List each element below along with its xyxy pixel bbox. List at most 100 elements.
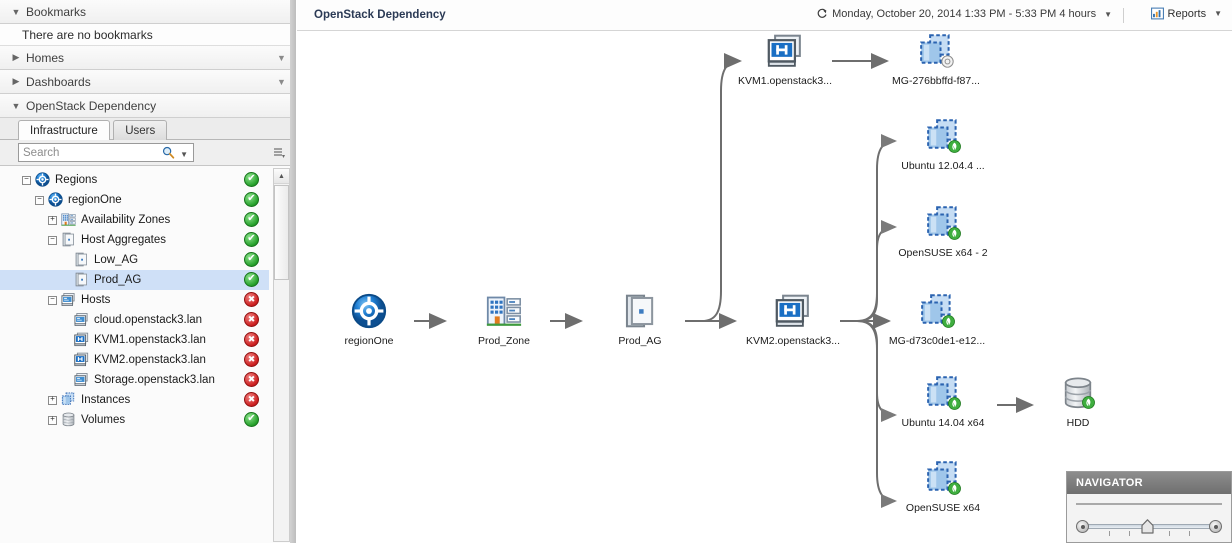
tree-item-volumes[interactable]: + Volumes [0, 410, 269, 430]
time-range-selector[interactable]: Monday, October 20, 2014 1:33 PM - 5:33 … [816, 8, 1112, 20]
tree-spacer [61, 336, 70, 345]
zoom-slider-handle[interactable] [1141, 519, 1154, 534]
tab-infrastructure[interactable]: Infrastructure [18, 120, 110, 140]
bookmarks-empty-message: There are no bookmarks [0, 24, 295, 46]
tree-item-host-aggregates[interactable]: −Host Aggregates [0, 230, 269, 250]
graph-node-kvm2[interactable]: KVM2.openstack3... [738, 289, 848, 347]
tab-infrastructure-label: Infrastructure [30, 124, 98, 137]
tab-users[interactable]: Users [113, 120, 168, 140]
tree-item-cloud-openstack3-lan[interactable]: cloud.openstack3.lan [0, 310, 269, 330]
tree-item-label: Storage.openstack3.lan [94, 374, 215, 386]
tree-item-regionone[interactable]: − regionOne [0, 190, 269, 210]
tree-spacer [61, 356, 70, 365]
main-panel: OpenStack Dependency Monday, October 20,… [297, 0, 1232, 543]
kvm-icon [74, 332, 90, 348]
graph-node-prodzone[interactable]: Prod_Zone [449, 289, 559, 347]
graph-node-label: Prod_Zone [478, 335, 530, 347]
graph-node-label: Ubuntu 12.04.4 ... [901, 160, 985, 172]
host-icon [74, 312, 90, 328]
hdd-icon [1023, 371, 1133, 415]
accordion-openstack-dependency[interactable]: OpenStack Dependency [0, 94, 295, 118]
tree-item-storage-openstack3-lan[interactable]: Storage.openstack3.lan [0, 370, 269, 390]
instance-icon [888, 201, 998, 245]
graph-node-label: MG-d73c0de1-e12... [888, 335, 986, 347]
tree-item-hosts[interactable]: − Hosts [0, 290, 269, 310]
tree-item-prod-ag[interactable]: Prod_AG [0, 270, 269, 290]
expand-icon[interactable]: + [48, 395, 57, 405]
status-badge-error [244, 392, 259, 407]
navigator-title: NAVIGATOR [1067, 472, 1231, 494]
accordion-homes-label: Homes [26, 50, 65, 65]
infrastructure-tree: −Regions−regionOne+Availability Zones−Ho… [0, 166, 269, 543]
accordion-dashboards[interactable]: Dashboards [0, 70, 295, 94]
search-input[interactable] [19, 144, 149, 161]
chevron-right-icon [10, 52, 22, 64]
chevron-down-icon[interactable] [1214, 9, 1222, 18]
tree-item-label: Hosts [81, 294, 111, 306]
scroll-up-arrow-icon[interactable] [274, 169, 289, 184]
page-title: OpenStack Dependency [314, 9, 446, 21]
graph-node-mg276[interactable]: MG-276bbffd-f87... [881, 31, 991, 87]
tree-item-availability-zones[interactable]: +Availability Zones [0, 210, 269, 230]
chevron-down-icon[interactable] [180, 150, 188, 159]
aggregate-icon [74, 252, 90, 268]
status-badge-ok [244, 212, 259, 227]
left-sidebar: Bookmarks There are no bookmarks Homes D… [0, 0, 296, 543]
tree-item-low-ag[interactable]: Low_AG [0, 250, 269, 270]
collapse-icon[interactable]: − [48, 295, 57, 305]
accordion-bookmarks[interactable]: Bookmarks [0, 0, 295, 24]
graph-node-ubuntu14[interactable]: Ubuntu 14.04 x64 [888, 371, 998, 429]
list-options-icon[interactable] [273, 147, 285, 159]
accordion-homes[interactable]: Homes [0, 46, 295, 70]
graph-node-label: HDD [1066, 417, 1090, 429]
kvm-icon [730, 31, 840, 73]
search-icon[interactable] [162, 146, 175, 159]
graph-node-suse[interactable]: OpenSUSE x64 [888, 456, 998, 514]
graph-node-suse2[interactable]: OpenSUSE x64 - 2 [888, 201, 998, 259]
reports-button[interactable]: Reports [1150, 7, 1222, 20]
graph-node-mgd73[interactable]: MG-d73c0de1-e12... [882, 289, 992, 347]
graph-node-prodag[interactable]: Prod_AG [585, 289, 695, 347]
filter-icon[interactable] [277, 77, 287, 87]
graph-node-hdd[interactable]: HDD [1023, 371, 1133, 429]
tree-item-regions[interactable]: − Regions [0, 170, 269, 190]
tree-item-label: Volumes [81, 414, 126, 426]
reports-label: Reports [1167, 7, 1207, 20]
tree-item-kvm2-openstack3-lan[interactable]: KVM2.openstack3.lan [0, 350, 269, 370]
scrollbar-thumb[interactable] [274, 185, 289, 280]
tree-spacer [61, 316, 70, 325]
accordion-dashboards-label: Dashboards [26, 74, 91, 89]
graph-node-label: OpenSUSE x64 - 2 [898, 247, 988, 259]
graph-node-ubuntu12[interactable]: Ubuntu 12.04.4 ... [888, 114, 998, 172]
instance-icon [61, 392, 77, 408]
tree-item-kvm1-openstack3-lan[interactable]: KVM1.openstack3.lan [0, 330, 269, 350]
instance-icon [881, 31, 991, 73]
graph-node-kvm1[interactable]: KVM1.openstack3... [730, 31, 840, 87]
zoom-in-button[interactable] [1209, 520, 1222, 533]
chevron-down-icon[interactable] [1104, 10, 1112, 19]
zoom-slider[interactable] [1076, 518, 1222, 540]
tree-item-label: Low_AG [94, 254, 139, 266]
tree-item-instances[interactable]: +Instances [0, 390, 269, 410]
navigator-divider [1076, 503, 1222, 505]
panel-splitter[interactable] [290, 0, 296, 543]
search-box[interactable] [18, 143, 194, 162]
zoom-out-button[interactable] [1076, 520, 1089, 533]
tree-item-label: regionOne [68, 194, 122, 206]
collapse-icon[interactable]: − [48, 235, 57, 245]
collapse-icon[interactable]: − [22, 175, 31, 185]
graph-node-regionOne[interactable]: regionOne [314, 289, 424, 347]
main-header: OpenStack Dependency Monday, October 20,… [297, 0, 1232, 31]
collapse-icon[interactable]: − [35, 195, 44, 205]
filter-icon[interactable] [277, 53, 287, 63]
instance-icon [888, 114, 998, 158]
tree-spacer [61, 276, 70, 285]
navigator-panel: NAVIGATOR [1066, 471, 1232, 543]
expand-icon[interactable]: + [48, 415, 57, 425]
expand-icon[interactable]: + [48, 215, 57, 225]
zoom-tick [1169, 531, 1170, 536]
tree-scrollbar[interactable] [273, 168, 290, 542]
tree-item-label: Regions [55, 174, 98, 186]
